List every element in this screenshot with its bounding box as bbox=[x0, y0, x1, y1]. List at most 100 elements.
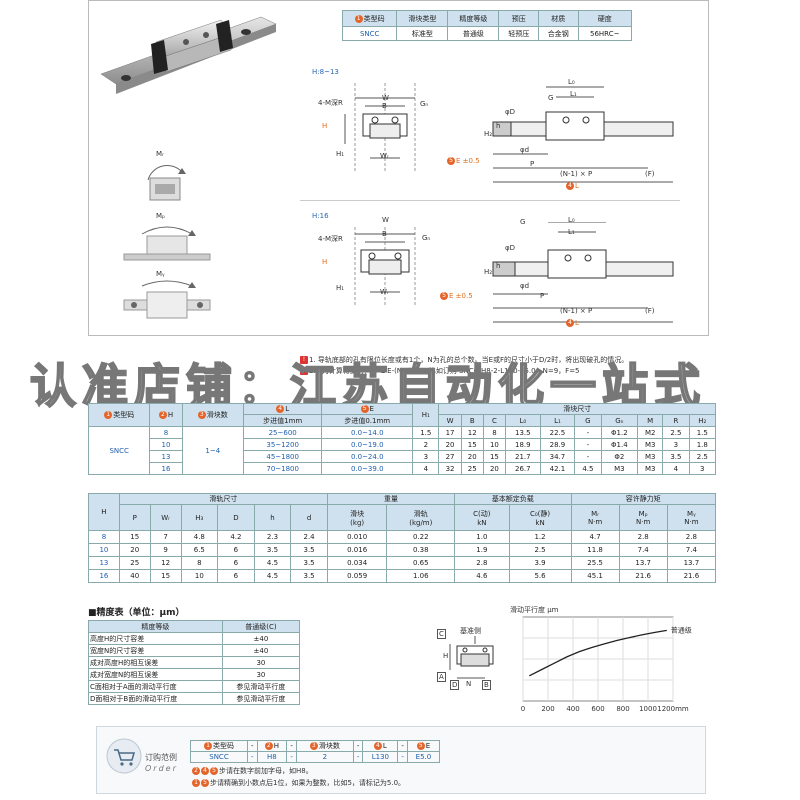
table-cell: - bbox=[574, 426, 602, 439]
dim-label: L₀ bbox=[568, 216, 575, 224]
number-badge: 4 bbox=[276, 405, 285, 413]
series-line bbox=[529, 629, 667, 677]
datum-label: C bbox=[437, 629, 446, 639]
table-cell: 22.5 bbox=[539, 426, 576, 439]
table-cell: 13 bbox=[88, 556, 120, 570]
dim-label: G bbox=[520, 218, 526, 226]
moment-label-mp: Mₚ bbox=[156, 212, 166, 220]
dim-label: L₀ bbox=[568, 78, 575, 86]
table-cell: 20 bbox=[460, 450, 484, 463]
table-cell: M2 bbox=[637, 426, 664, 439]
table-cell: 1.0 bbox=[454, 530, 510, 544]
dim-label: φD bbox=[505, 244, 516, 252]
order-header: - bbox=[397, 740, 408, 752]
col-subheader: G bbox=[574, 414, 602, 427]
table-cell: 8 bbox=[88, 530, 120, 544]
table-cell: 13.5 bbox=[505, 426, 541, 439]
number-badge: 2 bbox=[192, 767, 200, 775]
datum-label: H bbox=[443, 652, 449, 660]
table-cell: D面相对于B面的滑动平行度 bbox=[88, 692, 223, 705]
table-cell: 18.9 bbox=[505, 438, 541, 451]
col-header: 重量 bbox=[326, 493, 456, 505]
number-badge: 1 bbox=[354, 14, 363, 23]
order-value: SNCC bbox=[190, 751, 248, 763]
subheader-bottom: (kg) bbox=[350, 518, 365, 527]
spec-header: 材质 bbox=[537, 10, 579, 27]
number-badge: 4 bbox=[373, 742, 382, 750]
table-cell: 13.7 bbox=[618, 556, 668, 570]
col-subheader: 滑块(kg) bbox=[326, 504, 388, 531]
datum-label: A bbox=[437, 672, 446, 682]
table-cell: 2.5 bbox=[508, 543, 572, 557]
col-subheader: C bbox=[482, 414, 507, 427]
datum-label: D bbox=[450, 680, 460, 690]
table-cell: 21.7 bbox=[505, 450, 541, 463]
table-cell: M3 bbox=[637, 450, 664, 463]
dim-label: H bbox=[322, 122, 328, 130]
side-view-drawing-1 bbox=[488, 82, 688, 194]
table-cell: 4.5 bbox=[253, 556, 292, 570]
dim-label: 4-M深R bbox=[318, 235, 343, 243]
table-cell: 3.5 bbox=[662, 450, 690, 463]
table-cell: ±40 bbox=[221, 644, 301, 657]
order-value: - bbox=[246, 751, 258, 763]
number-badge: 5 bbox=[416, 742, 425, 750]
table-cell: 12 bbox=[149, 556, 182, 570]
table-cell: 4.5 bbox=[574, 462, 602, 475]
accuracy-title: ■精度表（单位：μm） bbox=[88, 608, 185, 618]
table-cell: M3 bbox=[637, 462, 664, 475]
table-cell: 1.5 bbox=[688, 426, 717, 439]
order-value: - bbox=[397, 751, 408, 763]
spec-value: 轻预压 bbox=[498, 26, 539, 41]
datum-label: B bbox=[482, 680, 491, 690]
table-cell: 6.5 bbox=[180, 543, 219, 557]
table-cell: - bbox=[574, 438, 602, 451]
col-header: H bbox=[88, 493, 120, 531]
col-subheader: 步进值1mm bbox=[242, 414, 323, 427]
col-header: 滑块尺寸 bbox=[438, 403, 716, 415]
table-cell: 2.8 bbox=[454, 556, 510, 570]
order-header: - bbox=[246, 740, 258, 752]
spec-value: 56HRC~ bbox=[577, 26, 632, 41]
number-badge: 3 bbox=[309, 742, 318, 750]
table-cell: 6 bbox=[217, 543, 255, 557]
table-cell: 20 bbox=[438, 438, 462, 451]
dim-label: φd bbox=[520, 282, 530, 290]
x-tick-label: 800 bbox=[616, 705, 629, 713]
drawing-title: H:16 bbox=[312, 212, 329, 220]
order-value: E5.0 bbox=[406, 751, 441, 763]
col-subheader: d bbox=[290, 504, 328, 531]
col-header: 基本额定负载 bbox=[454, 493, 572, 505]
table-cell: 9 bbox=[149, 543, 182, 557]
table-cell: 1.5 bbox=[412, 426, 440, 439]
table-cell: 成对高度H的相互误差 bbox=[88, 656, 223, 669]
table-cell: 3.5 bbox=[253, 543, 292, 557]
table-row: C面相对于A面的滑动平行度参见滑动平行度 bbox=[88, 680, 301, 693]
subheader-bottom: kN bbox=[535, 518, 545, 527]
table-cell: 6 bbox=[217, 569, 255, 583]
table-cell: 0.0~19.0 bbox=[321, 438, 414, 451]
divider bbox=[88, 0, 89, 335]
table-cell: 2.8 bbox=[618, 530, 668, 544]
subheader-bottom: N·m bbox=[636, 517, 651, 526]
table-cell: 参见滑动平行度 bbox=[221, 680, 301, 693]
type-code-cell: SNCC bbox=[87, 426, 151, 475]
table-cell: 25 bbox=[118, 556, 151, 570]
table-cell: 3 bbox=[412, 450, 440, 463]
note-2: !2. F为计算得到的，F=L-E-(N-1)×P。比如订购 SNCC-H8-2… bbox=[300, 366, 580, 376]
table-cell: 3.5 bbox=[290, 556, 328, 570]
dim-label: φd bbox=[520, 146, 530, 154]
col-header: 精度等级 bbox=[88, 620, 223, 633]
dim-label: Wᵣ bbox=[380, 288, 389, 296]
dim-label: P bbox=[540, 292, 545, 300]
table-cell: 参见滑动平行度 bbox=[221, 692, 301, 705]
